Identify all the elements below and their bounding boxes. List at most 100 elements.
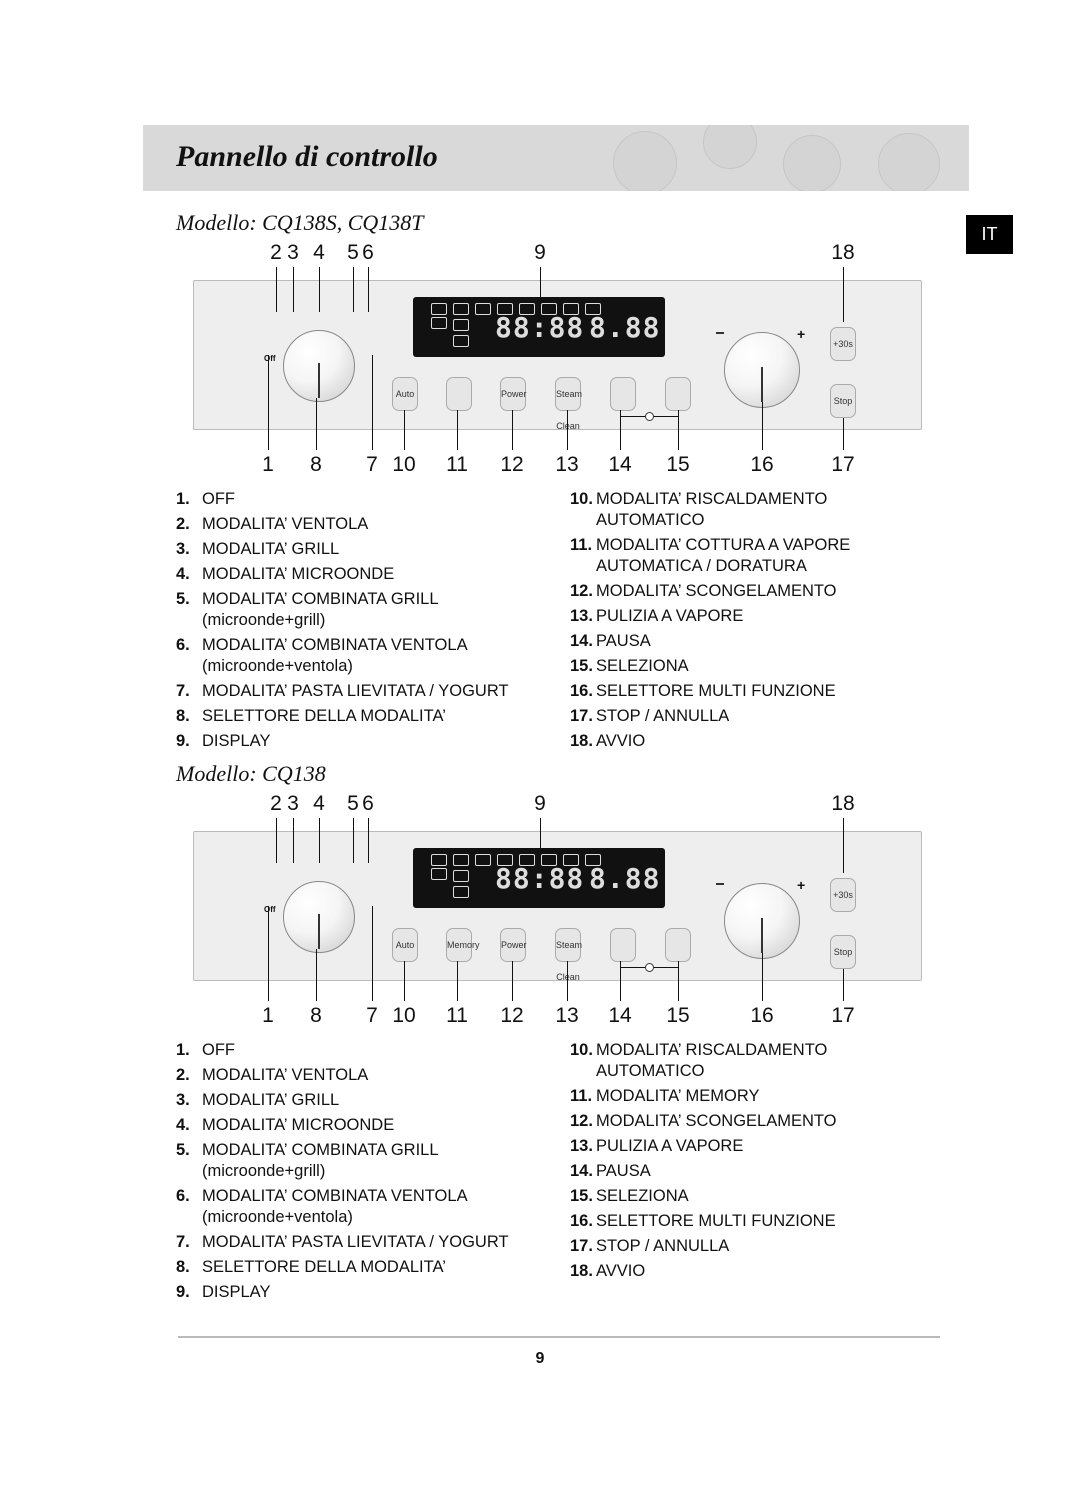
item-number: 17.	[570, 707, 593, 725]
callout-leader	[567, 410, 568, 450]
item-text: MODALITA’ PASTA LIEVITATA / YOGURT	[202, 1233, 509, 1251]
callout-leader	[843, 969, 844, 1001]
auto-button[interactable]: Auto	[392, 928, 418, 962]
mode-indicator-icon	[541, 854, 557, 866]
select-button[interactable]	[665, 377, 691, 411]
callout-leader	[457, 410, 458, 450]
display-value: 8.88	[589, 311, 661, 344]
callout-leader	[404, 410, 405, 450]
item-text: STOP / ANNULLA	[596, 707, 730, 725]
clock-icon	[645, 412, 654, 421]
stop-button[interactable]: Stop	[830, 935, 856, 969]
start-button[interactable]: +30s	[830, 327, 856, 361]
pause-button[interactable]	[610, 928, 636, 962]
item-text: DISPLAY	[202, 1283, 271, 1301]
item-text: PULIZIA A VAPORE	[596, 607, 744, 625]
tomato-decoration-icon	[613, 131, 677, 191]
callout-number: 7	[366, 1004, 378, 1027]
callout-leader	[404, 961, 405, 1001]
status-indicator-icon	[431, 317, 447, 329]
auto-button[interactable]: Auto	[392, 377, 418, 411]
mode-indicator-icon	[585, 854, 601, 866]
tomato-decoration-icon	[703, 125, 757, 169]
callout-leader	[843, 418, 844, 450]
minus-icon	[716, 332, 724, 334]
callout-leader	[319, 267, 320, 312]
item-text: MODALITA’ RISCALDAMENTO	[596, 490, 828, 508]
display-time: 88:88	[495, 862, 585, 895]
mode-indicator-icon	[431, 303, 447, 315]
callout-leader	[268, 906, 269, 1001]
callout-number: 6	[362, 792, 374, 815]
item-text: SELEZIONA	[596, 1187, 689, 1205]
item-text: MODALITA’ MICROONDE	[202, 565, 395, 583]
callout-leader	[457, 961, 458, 1001]
select-button[interactable]	[665, 928, 691, 962]
callout-number: 6	[362, 241, 374, 264]
callout-number: 2	[270, 792, 282, 815]
item-text: DISPLAY	[202, 732, 271, 750]
item-text: AVVIO	[596, 732, 646, 750]
callout-leader	[843, 818, 844, 873]
callout-leader	[512, 410, 513, 450]
item-number: 16.	[570, 1212, 593, 1230]
callout-leader	[762, 402, 763, 450]
display-value: 8.88	[589, 862, 661, 895]
tomato-decoration-icon	[878, 133, 940, 191]
callout-leader	[843, 267, 844, 322]
item-number: 3.	[176, 540, 190, 558]
item-text: MODALITA’ MEMORY	[596, 1087, 760, 1105]
pause-button[interactable]	[610, 377, 636, 411]
steam-clean-button[interactable]: Steam Clean	[555, 377, 582, 431]
callout-leader	[293, 818, 294, 863]
start-button[interactable]: +30s	[830, 878, 856, 912]
steam-memory-button[interactable]	[446, 377, 472, 411]
callout-number: 17	[831, 453, 855, 476]
item-text: MODALITA’ VENTOLA	[202, 1066, 369, 1084]
page-title: Pannello di controllo	[176, 140, 438, 173]
item-text: PAUSA	[596, 632, 651, 650]
item-number: 4.	[176, 565, 190, 583]
item-number: 14.	[570, 1162, 593, 1180]
item-text: MODALITA’ COMBINATA VENTOLA	[202, 636, 468, 654]
mode-selector-knob[interactable]	[283, 881, 355, 953]
callout-leader	[540, 267, 541, 307]
callout-number: 8	[310, 453, 322, 476]
callout-leader	[319, 818, 320, 863]
defrost-button[interactable]: Power	[500, 377, 527, 411]
item-text: SELETTORE MULTI FUNZIONE	[596, 682, 836, 700]
callout-leader	[276, 818, 277, 863]
callout-leader	[512, 961, 513, 1001]
mode-indicator-icon	[563, 854, 579, 866]
display-time: 88:88	[495, 311, 585, 344]
item-text: PAUSA	[596, 1162, 651, 1180]
item-number: 15.	[570, 1187, 593, 1205]
item-text: PULIZIA A VAPORE	[596, 1137, 744, 1155]
callout-leader	[567, 961, 568, 1001]
item-subtext: (microonde+ventola)	[202, 657, 353, 675]
item-text: MODALITA’ PASTA LIEVITATA / YOGURT	[202, 682, 509, 700]
stop-button[interactable]: Stop	[830, 384, 856, 418]
callout-number: 5	[347, 792, 359, 815]
item-text: MODALITA’ VENTOLA	[202, 515, 369, 533]
callout-number: 15	[666, 1004, 690, 1027]
steam-memory-button[interactable]: Memory	[446, 928, 480, 962]
multi-function-knob[interactable]	[724, 332, 800, 408]
item-number: 9.	[176, 1283, 190, 1301]
minus-icon	[716, 883, 724, 885]
mode-indicator-icon	[585, 303, 601, 315]
callout-number: 11	[446, 1004, 468, 1027]
defrost-button[interactable]: Power	[500, 928, 527, 962]
callout-number: 16	[750, 453, 774, 476]
steam-clean-button[interactable]: Steam Clean	[555, 928, 582, 982]
item-number: 17.	[570, 1237, 593, 1255]
callout-leader	[540, 818, 541, 858]
mode-indicator-icon	[519, 854, 535, 866]
callout-number: 2	[270, 241, 282, 264]
mode-selector-knob[interactable]	[283, 330, 355, 402]
multi-function-knob[interactable]	[724, 883, 800, 959]
